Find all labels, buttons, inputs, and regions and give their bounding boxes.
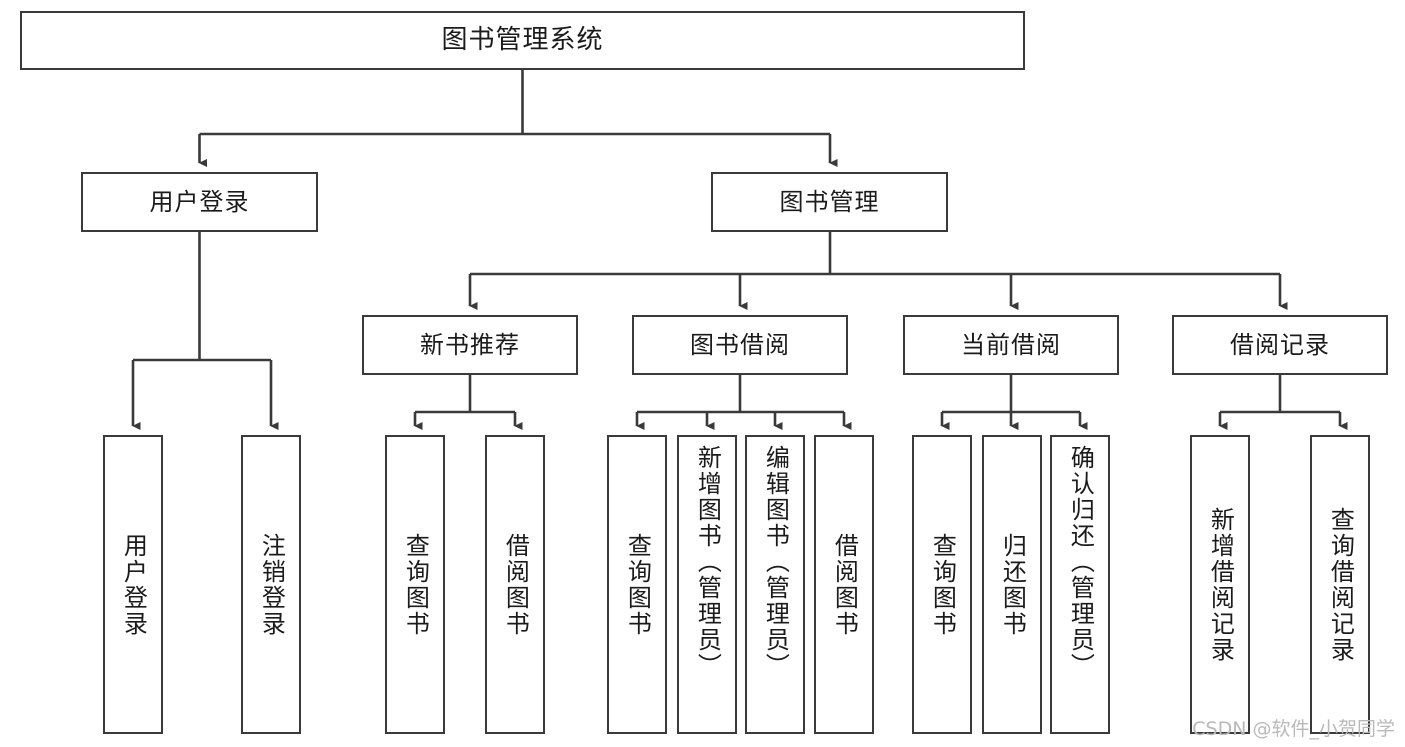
leaf-query-record-label: 查询借阅记录 — [1326, 506, 1355, 663]
leaf-query-record[interactable]: 查询借阅记录 — [1310, 435, 1370, 734]
node-new-book-recommend[interactable]: 新书推荐 — [362, 315, 578, 375]
node-root[interactable]: 图书管理系统 — [20, 11, 1025, 70]
node-user-login[interactable]: 用户登录 — [81, 172, 318, 232]
leaf-borrow-book-2-label: 借阅图书 — [830, 532, 859, 637]
leaf-borrow-book-1-label: 借阅图书 — [501, 532, 530, 637]
leaf-query-book-1-label: 查询图书 — [401, 532, 430, 637]
leaf-edit-book-label: 编辑图书（管理员） — [761, 445, 790, 679]
leaf-query-book-2-label: 查询图书 — [623, 532, 652, 637]
leaf-user-logout-label: 注销登录 — [257, 532, 286, 637]
node-book-manage-label: 图书管理 — [779, 187, 880, 216]
node-new-book-recommend-label: 新书推荐 — [420, 330, 520, 359]
leaf-confirm-return[interactable]: 确认归还（管理员） — [1050, 435, 1110, 734]
leaf-user-logout[interactable]: 注销登录 — [241, 435, 301, 734]
leaf-add-book[interactable]: 新增图书（管理员） — [677, 435, 737, 734]
node-book-borrow[interactable]: 图书借阅 — [632, 315, 848, 375]
node-root-label: 图书管理系统 — [441, 25, 604, 56]
leaf-add-record-label: 新增借阅记录 — [1206, 506, 1235, 663]
leaf-query-book-2[interactable]: 查询图书 — [607, 435, 667, 734]
leaf-query-book-3-label: 查询图书 — [928, 532, 957, 637]
leaf-borrow-book-2[interactable]: 借阅图书 — [814, 435, 874, 734]
node-borrow-record[interactable]: 借阅记录 — [1172, 315, 1388, 375]
node-book-manage[interactable]: 图书管理 — [711, 172, 948, 232]
leaf-add-record[interactable]: 新增借阅记录 — [1190, 435, 1250, 734]
leaf-query-book-3[interactable]: 查询图书 — [912, 435, 972, 734]
leaf-edit-book[interactable]: 编辑图书（管理员） — [745, 435, 805, 734]
leaf-user-login-label: 用户登录 — [119, 532, 148, 637]
leaf-user-login[interactable]: 用户登录 — [103, 435, 163, 734]
leaf-return-book-label: 归还图书 — [998, 532, 1027, 637]
node-borrow-record-label: 借阅记录 — [1230, 330, 1330, 359]
node-book-borrow-label: 图书借阅 — [690, 330, 790, 359]
node-user-login-label: 用户登录 — [149, 187, 250, 216]
leaf-confirm-return-label: 确认归还（管理员） — [1066, 445, 1095, 679]
csdn-watermark: CSDN @软件_小贺同学 — [1192, 718, 1395, 740]
node-current-borrow[interactable]: 当前借阅 — [903, 315, 1119, 375]
leaf-add-book-label: 新增图书（管理员） — [693, 445, 722, 679]
leaf-return-book[interactable]: 归还图书 — [982, 435, 1042, 734]
leaf-query-book-1[interactable]: 查询图书 — [385, 435, 445, 734]
leaf-borrow-book-1[interactable]: 借阅图书 — [485, 435, 545, 734]
node-current-borrow-label: 当前借阅 — [961, 330, 1061, 359]
